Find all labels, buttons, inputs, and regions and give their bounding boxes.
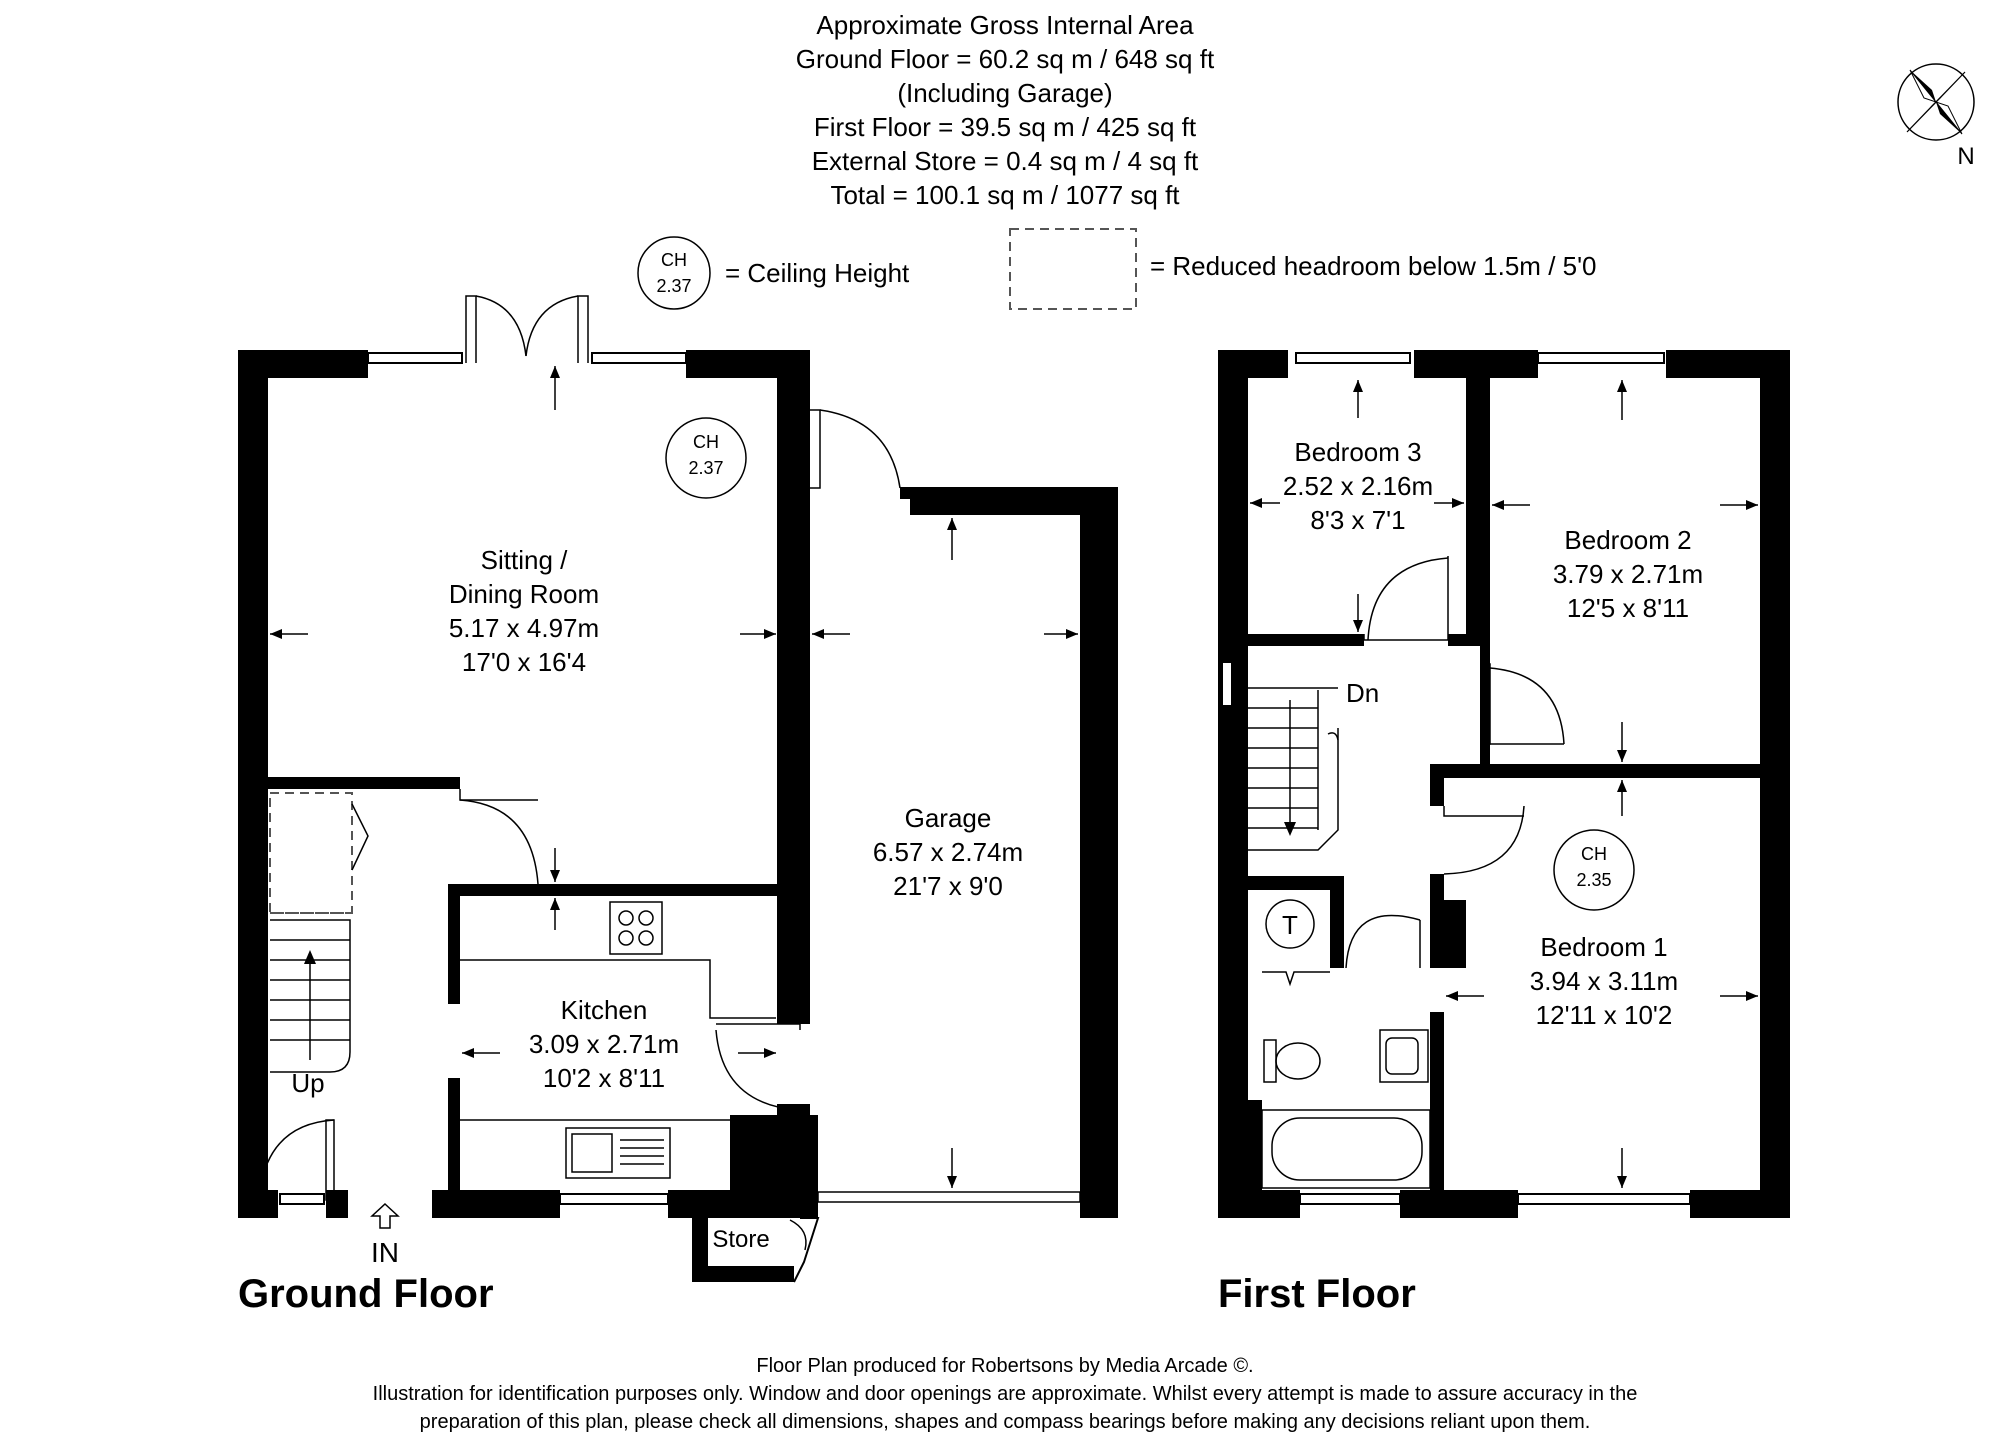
legend-ch-value: 2.37 <box>656 276 691 296</box>
first-floor-title: First Floor <box>1218 1272 1416 1316</box>
first-floor-area: First Floor = 39.5 sq m / 425 sq ft <box>814 112 1197 142</box>
external-store-area: External Store = 0.4 sq m / 4 sq ft <box>812 146 1199 176</box>
garage-metric: 6.57 x 2.74m <box>873 837 1023 867</box>
bedroom3-name: Bedroom 3 <box>1294 437 1421 467</box>
first-ch-value: 2.35 <box>1576 870 1611 890</box>
garage-note: (Including Garage) <box>897 78 1112 108</box>
bedroom1-metric: 3.94 x 3.11m <box>1530 966 1678 996</box>
sitting-room-metric: 5.17 x 4.97m <box>449 613 599 643</box>
footer-disclaimer-1: Illustration for identification purposes… <box>373 1383 1638 1405</box>
cupboard-label: T <box>1282 910 1298 940</box>
bedroom2-name: Bedroom 2 <box>1564 525 1691 555</box>
window-icon <box>1221 661 1233 707</box>
sitting-room-name-2: Dining Room <box>449 579 599 609</box>
first-stairs-label: Dn <box>1346 678 1379 708</box>
bedroom3-imperial: 8'3 x 7'1 <box>1310 505 1405 535</box>
legend: CH 2.37 = Ceiling Height = Reduced headr… <box>637 228 1597 310</box>
disclaimer: Floor Plan produced for Robertsons by Me… <box>373 1355 1638 1433</box>
ground-floor-area: Ground Floor = 60.2 sq m / 648 sq ft <box>796 44 1215 74</box>
window-icon <box>279 1193 325 1205</box>
window-icon <box>1299 1193 1401 1205</box>
basin-icon <box>1379 1029 1429 1083</box>
window-icon <box>367 352 463 364</box>
reduced-headroom-swatch-icon <box>1009 228 1137 310</box>
bedroom1-name: Bedroom 1 <box>1540 932 1667 962</box>
sitting-room-name-1: Sitting / <box>481 545 568 575</box>
window-icon <box>1537 352 1665 364</box>
dimension-arrows <box>1250 380 1758 1188</box>
compass-rose-icon: N <box>1897 63 1975 170</box>
garage-name: Garage <box>905 803 992 833</box>
ground-ch-value: 2.37 <box>688 458 723 478</box>
ground-ch-label: CH <box>693 432 719 452</box>
bedroom3-metric: 2.52 x 2.16m <box>1283 471 1433 501</box>
tank-cupboard-icon <box>1265 899 1315 949</box>
ceiling-height-marker-icon <box>665 417 747 499</box>
footer-disclaimer-2: preparation of this plan, please check a… <box>420 1411 1591 1433</box>
total-area: Total = 100.1 sq m / 1077 sq ft <box>830 180 1180 210</box>
entrance-arrow-icon <box>370 1202 400 1229</box>
legend-ch-label: CH <box>661 250 687 270</box>
legend-headroom-text: = Reduced headroom below 1.5m / 5'0 <box>1150 251 1597 281</box>
window-icon <box>1517 1193 1691 1205</box>
toilet-icon <box>1263 1039 1321 1083</box>
sitting-room-imperial: 17'0 x 16'4 <box>462 647 586 677</box>
area-title: Approximate Gross Internal Area <box>816 10 1194 40</box>
ground-floor-title: Ground Floor <box>238 1272 494 1316</box>
store-name: Store <box>712 1226 769 1253</box>
dimension-arrows <box>270 366 1078 1188</box>
ceiling-height-marker-icon <box>637 236 711 310</box>
garage-imperial: 21'7 x 9'0 <box>893 871 1003 901</box>
window-icon <box>559 1193 669 1205</box>
first-ch-label: CH <box>1581 844 1607 864</box>
hob-icon <box>609 901 663 955</box>
first-floor-plan: Dn T <box>1218 350 1790 1316</box>
sink-icon <box>565 1127 671 1179</box>
bedroom1-imperial: 12'11 x 10'2 <box>1536 1000 1673 1030</box>
compass-north-label: N <box>1957 143 1974 170</box>
bathtub-icon <box>1261 1109 1431 1189</box>
bedroom2-imperial: 12'5 x 8'11 <box>1567 593 1689 623</box>
window-icon <box>591 352 687 364</box>
staircase-icon <box>270 919 351 1073</box>
area-summary: Approximate Gross Internal Area Ground F… <box>796 10 1215 210</box>
kitchen-metric: 3.09 x 2.71m <box>529 1029 679 1059</box>
ground-floor-plan: Up <box>238 295 1118 1316</box>
ceiling-height-marker-icon <box>1553 829 1635 911</box>
staircase-icon <box>1248 687 1339 851</box>
ground-stairs-label: Up <box>291 1068 324 1098</box>
window-icon <box>1295 352 1411 364</box>
kitchen-imperial: 10'2 x 8'11 <box>543 1063 665 1093</box>
footer-credit: Floor Plan produced for Robertsons by Me… <box>756 1355 1253 1377</box>
legend-ch-text: = Ceiling Height <box>725 258 910 288</box>
kitchen-name: Kitchen <box>561 995 648 1025</box>
entrance-label: IN <box>371 1237 399 1268</box>
bedroom2-metric: 3.79 x 2.71m <box>1553 559 1703 589</box>
